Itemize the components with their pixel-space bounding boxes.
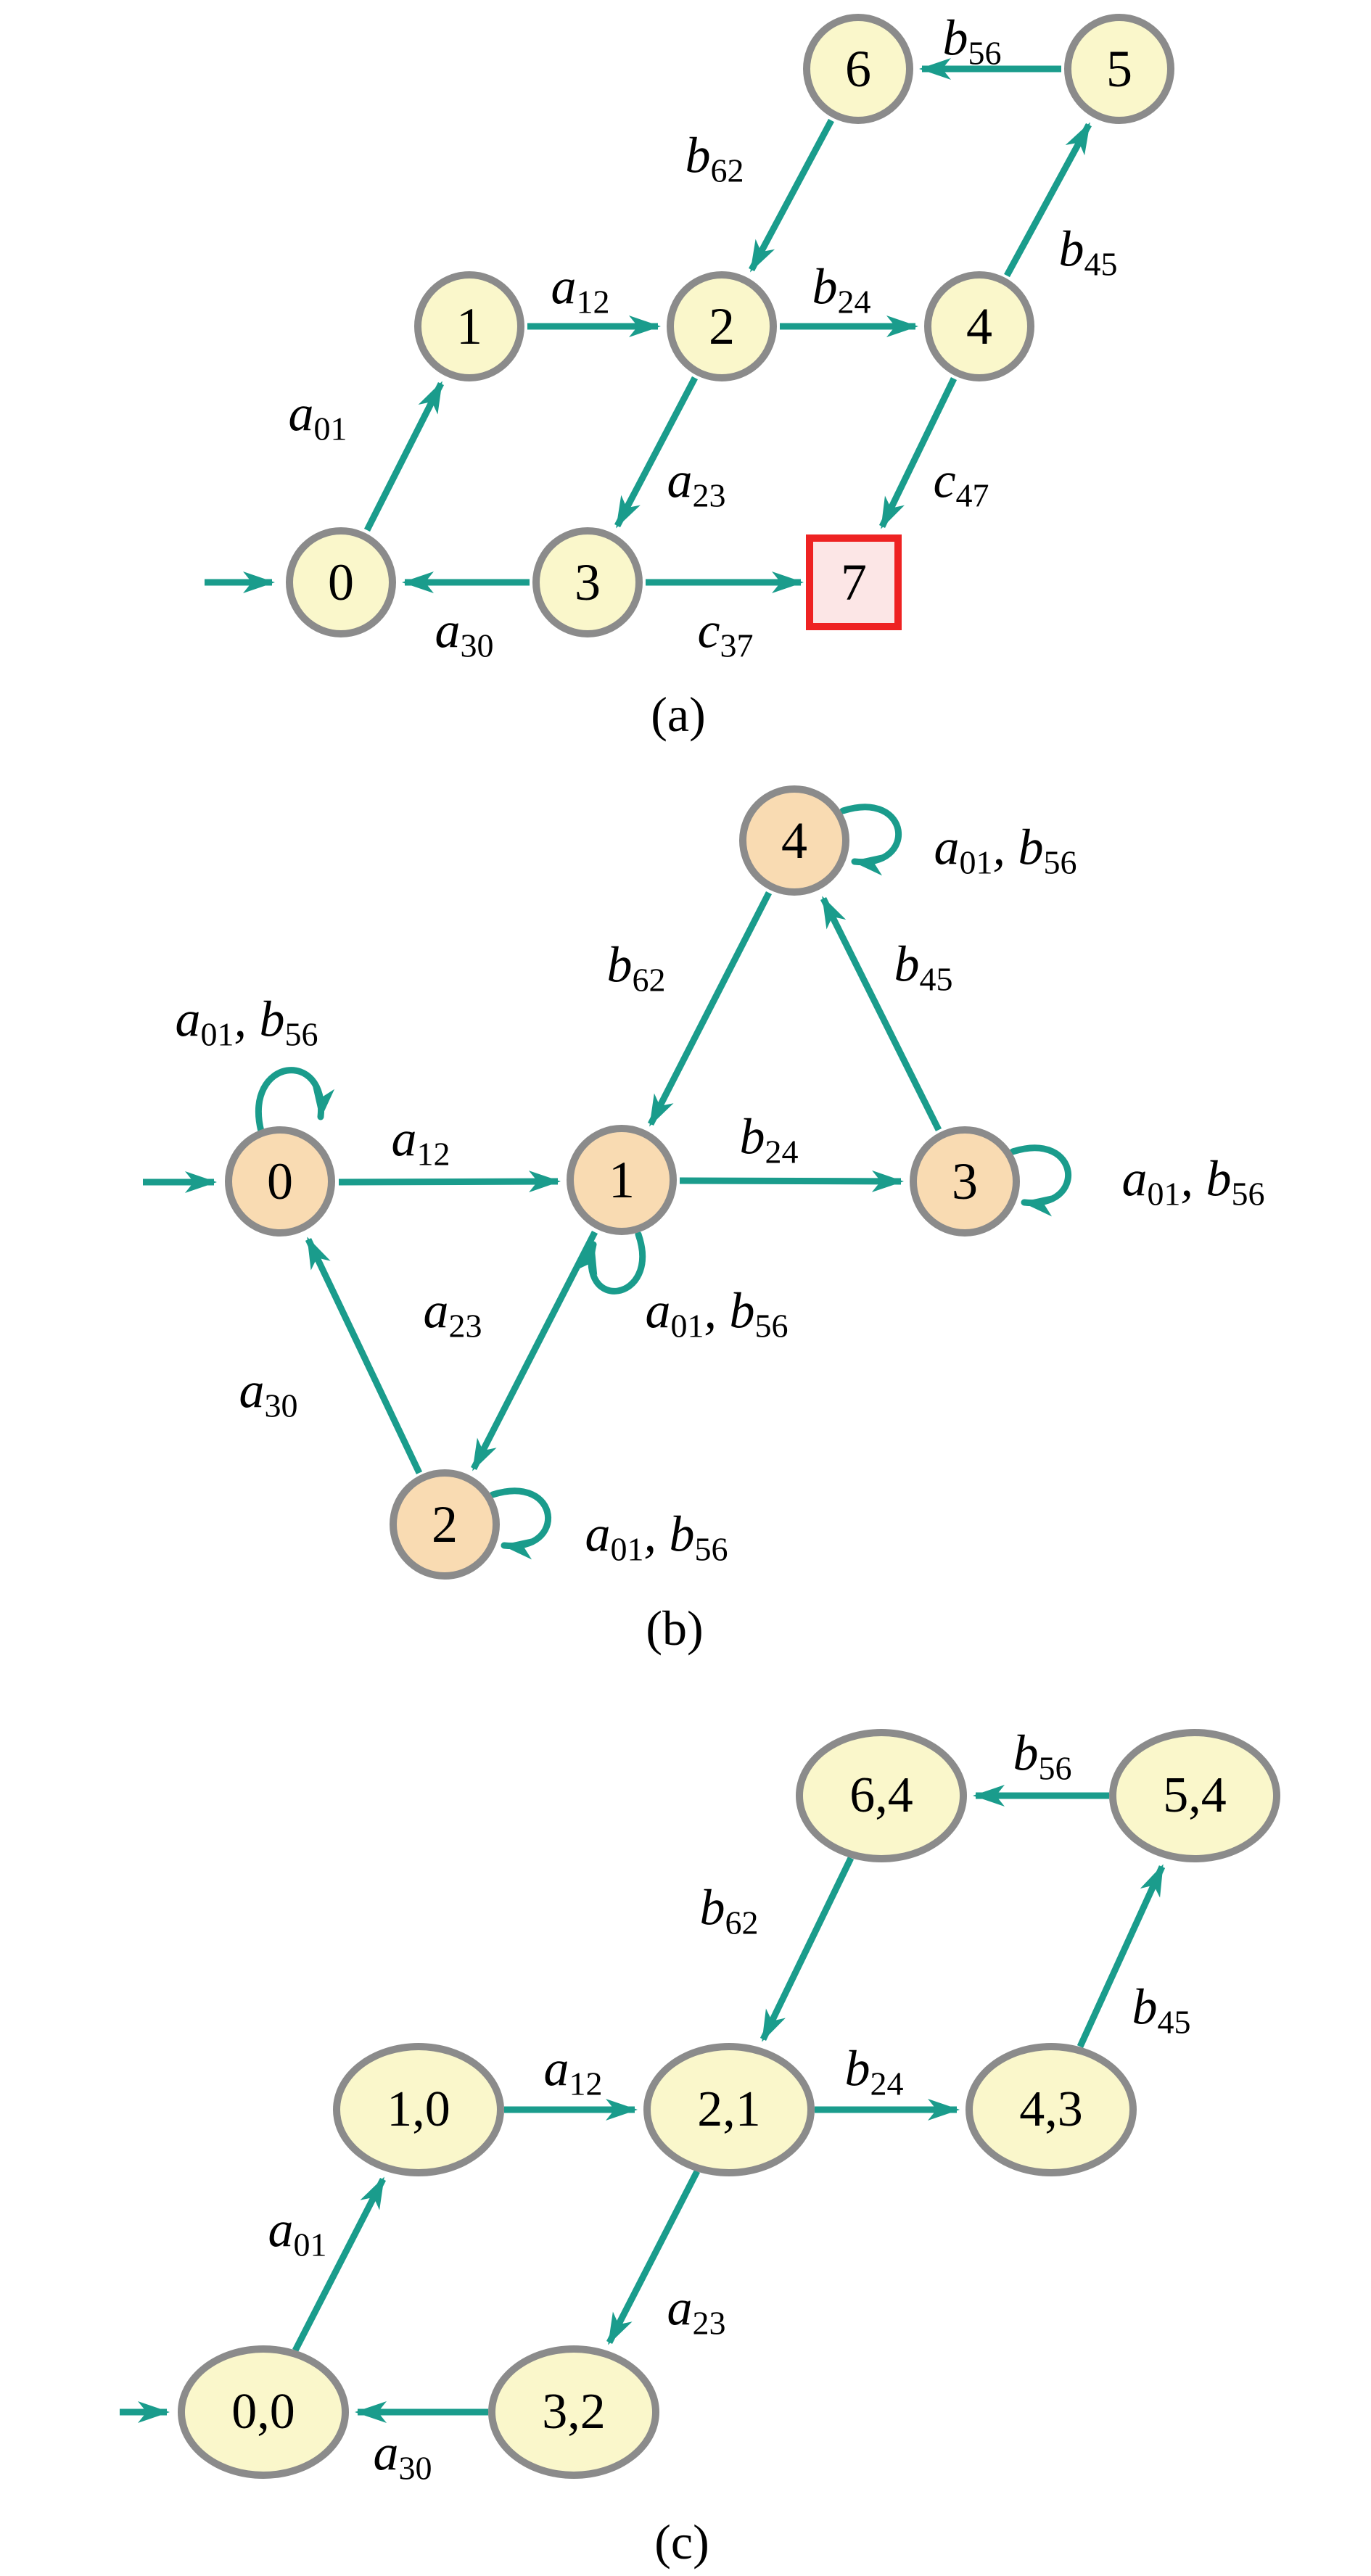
state-c-43-label: 4,3 bbox=[1019, 2081, 1083, 2137]
edge-label-c-a30: a30 bbox=[373, 2425, 432, 2487]
edge-a-a01 bbox=[363, 381, 445, 532]
state-b-1-label: 1 bbox=[609, 1151, 635, 1209]
self-loop-b-state4 bbox=[839, 804, 902, 876]
edge-label-c-a23: a23 bbox=[667, 2280, 726, 2342]
edge-c-a01 bbox=[292, 2176, 387, 2353]
self-loop-b-state1 bbox=[576, 1231, 646, 1295]
edge-label-c-b62: b62 bbox=[699, 1880, 759, 1941]
state-a-5: 5 bbox=[1064, 14, 1174, 124]
state-a-0-label: 0 bbox=[328, 553, 354, 611]
state-c-10: 1,0 bbox=[333, 2043, 504, 2176]
edge-label-b-a12: a12 bbox=[391, 1111, 450, 1173]
edge-label-c-b45: b45 bbox=[1132, 1979, 1191, 2041]
loop-label-b-state3: a01, b56 bbox=[1121, 1151, 1265, 1213]
state-c-64: 6,4 bbox=[796, 1729, 967, 1862]
state-b-2: 2 bbox=[390, 1469, 500, 1580]
state-c-32-label: 3,2 bbox=[542, 2384, 606, 2440]
edge-label-a-a12: a12 bbox=[551, 259, 610, 321]
edge-label-a-b24: b24 bbox=[812, 259, 871, 321]
state-c-00: 0,0 bbox=[178, 2345, 349, 2479]
edge-label-a-c37: c37 bbox=[697, 603, 754, 664]
caption-c: (c) bbox=[654, 2514, 709, 2569]
state-c-32: 3,2 bbox=[488, 2345, 659, 2479]
edge-label-c-b24: b24 bbox=[844, 2041, 904, 2102]
edge-b-b62 bbox=[647, 891, 773, 1127]
self-loop-b-state2 bbox=[489, 1487, 551, 1560]
state-a-6: 6 bbox=[803, 14, 913, 124]
loop-label-b-state1: a01, b56 bbox=[645, 1283, 789, 1345]
edge-b-b45 bbox=[820, 896, 942, 1132]
edge-label-c-a12: a12 bbox=[543, 2041, 603, 2102]
state-b-4: 4 bbox=[739, 785, 849, 896]
state-b-3: 3 bbox=[910, 1126, 1020, 1237]
loop-label-b-state0: a01, b56 bbox=[175, 991, 318, 1053]
edge-a-b45 bbox=[1004, 122, 1092, 278]
edge-label-a-a30: a30 bbox=[435, 603, 494, 664]
state-c-43: 4,3 bbox=[966, 2043, 1137, 2176]
state-c-00-label: 0,0 bbox=[231, 2384, 295, 2440]
state-c-10-label: 1,0 bbox=[387, 2081, 450, 2137]
state-b-3-label: 3 bbox=[952, 1152, 978, 1210]
state-a-1-label: 1 bbox=[456, 297, 482, 355]
self-loop-b-state0 bbox=[255, 1067, 335, 1135]
edge-b-a30 bbox=[305, 1237, 423, 1474]
state-a-4-label: 4 bbox=[966, 297, 992, 355]
state-a-3-label: 3 bbox=[575, 553, 601, 611]
state-b-0: 0 bbox=[225, 1126, 335, 1237]
caption-b: (b) bbox=[646, 1601, 704, 1656]
state-a-2: 2 bbox=[667, 271, 777, 381]
state-c-64-label: 6,4 bbox=[849, 1767, 913, 1823]
edge-label-b-b24: b24 bbox=[739, 1109, 799, 1171]
edge-b-a23 bbox=[470, 1230, 598, 1471]
edge-label-b-b62: b62 bbox=[606, 937, 666, 999]
edge-c-b62 bbox=[759, 1857, 855, 2042]
state-a-4: 4 bbox=[924, 271, 1034, 381]
edge-label-b-a30: a30 bbox=[239, 1363, 298, 1424]
state-b-2-label: 2 bbox=[432, 1495, 458, 1553]
edge-label-a-c47: c47 bbox=[933, 453, 989, 514]
loop-label-b-state4: a01, b56 bbox=[934, 820, 1077, 881]
state-b-1: 1 bbox=[567, 1125, 677, 1235]
edge-a-a23 bbox=[614, 376, 698, 529]
edge-label-b-b45: b45 bbox=[894, 936, 953, 998]
edge-a-c47 bbox=[878, 377, 958, 529]
edge-label-a-b45: b45 bbox=[1058, 221, 1118, 283]
caption-a: (a) bbox=[651, 687, 706, 742]
state-b-4-label: 4 bbox=[781, 812, 807, 870]
state-a-7-label: 7 bbox=[841, 553, 867, 611]
edge-c-a23 bbox=[606, 2169, 701, 2345]
state-a-7-final: 7 bbox=[806, 534, 902, 630]
edge-label-a-b56: b56 bbox=[942, 10, 1002, 72]
state-a-3: 3 bbox=[532, 527, 643, 637]
edge-a-b62 bbox=[749, 118, 834, 273]
state-c-54: 5,4 bbox=[1109, 1729, 1280, 1862]
state-a-0: 0 bbox=[286, 527, 396, 637]
edge-c-b45 bbox=[1076, 1864, 1166, 2048]
edge-label-a-b62: b62 bbox=[685, 128, 744, 189]
state-a-1: 1 bbox=[414, 271, 524, 381]
edge-label-a-a23: a23 bbox=[667, 453, 726, 514]
state-b-0-label: 0 bbox=[267, 1152, 293, 1210]
state-c-21: 2,1 bbox=[643, 2043, 815, 2176]
state-a-6-label: 6 bbox=[845, 40, 871, 98]
edge-label-b-a23: a23 bbox=[423, 1283, 482, 1345]
edge-label-a-a01: a01 bbox=[288, 386, 347, 447]
edge-label-c-a01: a01 bbox=[268, 2202, 327, 2263]
edge-label-c-b56: b56 bbox=[1013, 1725, 1072, 1787]
state-a-2-label: 2 bbox=[709, 297, 735, 355]
loop-label-b-state2: a01, b56 bbox=[585, 1506, 728, 1568]
state-a-5-label: 5 bbox=[1106, 40, 1132, 98]
state-c-21-label: 2,1 bbox=[697, 2081, 761, 2137]
state-c-54-label: 5,4 bbox=[1163, 1767, 1227, 1823]
edge-b-a12 bbox=[338, 1171, 561, 1193]
self-loop-b-state3 bbox=[1009, 1144, 1071, 1217]
